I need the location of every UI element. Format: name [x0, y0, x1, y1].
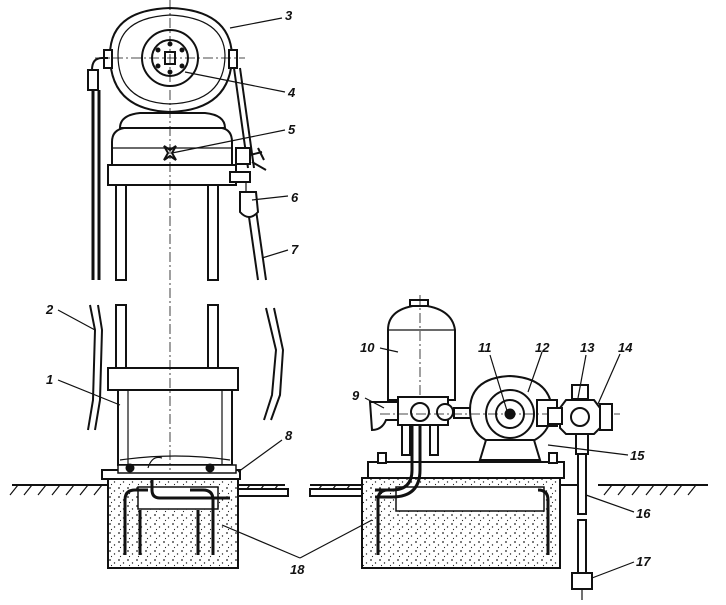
label-2: 2 — [45, 302, 54, 317]
fuel-dispenser — [87, 0, 285, 500]
leader-lines — [57, 17, 635, 579]
label-16: 16 — [636, 506, 651, 521]
label-1: 1 — [46, 372, 53, 387]
label-13: 13 — [580, 340, 595, 355]
dispenser-foundation — [101, 469, 241, 569]
label-4: 4 — [287, 85, 296, 100]
part-labels: 3 4 5 6 7 2 1 8 18 9 10 11 12 13 14 15 1… — [45, 8, 651, 577]
label-7: 7 — [291, 242, 299, 257]
label-9: 9 — [352, 388, 360, 403]
pump-unit — [361, 295, 620, 600]
label-18: 18 — [290, 562, 305, 577]
label-11: 11 — [478, 340, 492, 355]
label-6: 6 — [291, 190, 299, 205]
label-5: 5 — [288, 122, 296, 137]
label-12: 12 — [535, 340, 550, 355]
label-14: 14 — [618, 340, 633, 355]
label-17: 17 — [636, 554, 651, 569]
label-8: 8 — [285, 428, 293, 443]
label-15: 15 — [630, 448, 645, 463]
supply-pipe — [237, 488, 371, 497]
label-3: 3 — [285, 8, 293, 23]
label-10: 10 — [360, 340, 375, 355]
